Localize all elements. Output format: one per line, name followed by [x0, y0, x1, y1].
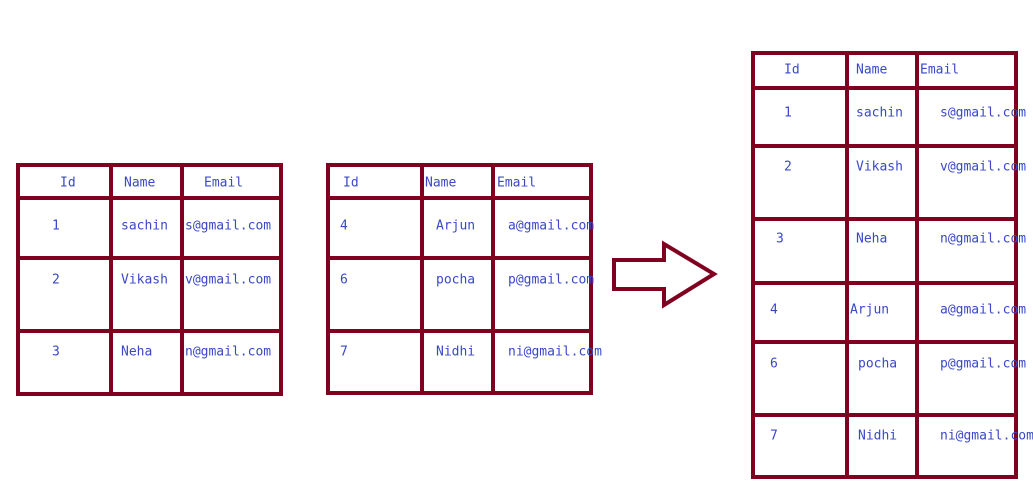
header-id: Id [784, 63, 800, 78]
cell-id: 7 [770, 429, 778, 444]
cell-name: Arjun [850, 303, 889, 318]
cell-id: 3 [52, 345, 60, 360]
cell-email: s@gmail.com [185, 219, 271, 234]
cell-name: Nidhi [858, 429, 897, 444]
header-id: Id [343, 176, 359, 191]
cell-id: 3 [776, 232, 784, 247]
header-name: Name [425, 176, 456, 191]
cell-email: ni@gmail.com [940, 429, 1033, 444]
cell-id: 6 [770, 357, 778, 372]
cell-email: n@gmail.com [185, 345, 271, 360]
cell-email: p@gmail.com [508, 273, 594, 288]
cell-name: Neha [121, 345, 152, 360]
table-result: Id Name Email 1 sachin s@gmail.com 2 Vikash v@gm… [751, 51, 1033, 479]
cell-id: 7 [340, 345, 348, 360]
cell-name: Vikash [121, 273, 168, 288]
cell-id: 4 [340, 219, 348, 234]
header-email: Email [920, 63, 959, 78]
cell-email: ni@gmail.com [508, 345, 602, 360]
cell-name: Nidhi [436, 345, 475, 360]
table-b: Id Name Email 4 Arjun a@gmail.com 6 pocha p@gmai… [326, 163, 602, 395]
cell-name: Neha [856, 232, 887, 247]
table-a: Id Name Email 1 sachin s@gmail.com 2 Vikash v@gm… [16, 163, 283, 396]
header-email: Email [204, 176, 243, 191]
cell-email: a@gmail.com [940, 303, 1026, 318]
cell-name: sachin [856, 106, 903, 121]
header-name: Name [856, 63, 887, 78]
cell-id: 2 [784, 160, 792, 175]
cell-email: a@gmail.com [508, 219, 594, 234]
cell-id: 6 [340, 273, 348, 288]
header-name: Name [124, 176, 155, 191]
right-arrow-icon [612, 240, 718, 309]
cell-email: v@gmail.com [940, 160, 1026, 175]
cell-id: 1 [52, 219, 60, 234]
cell-name: pocha [858, 357, 897, 372]
cell-name: pocha [436, 273, 475, 288]
cell-id: 1 [784, 106, 792, 121]
cell-email: p@gmail.com [940, 357, 1026, 372]
cell-email: v@gmail.com [185, 273, 271, 288]
cell-name: Vikash [856, 160, 903, 175]
cell-name: sachin [121, 219, 168, 234]
cell-email: n@gmail.com [940, 232, 1026, 247]
cell-id: 2 [52, 273, 60, 288]
cell-email: s@gmail.com [940, 106, 1026, 121]
header-id: Id [60, 176, 76, 191]
cell-id: 4 [770, 303, 778, 318]
header-email: Email [497, 176, 536, 191]
cell-name: Arjun [436, 219, 475, 234]
